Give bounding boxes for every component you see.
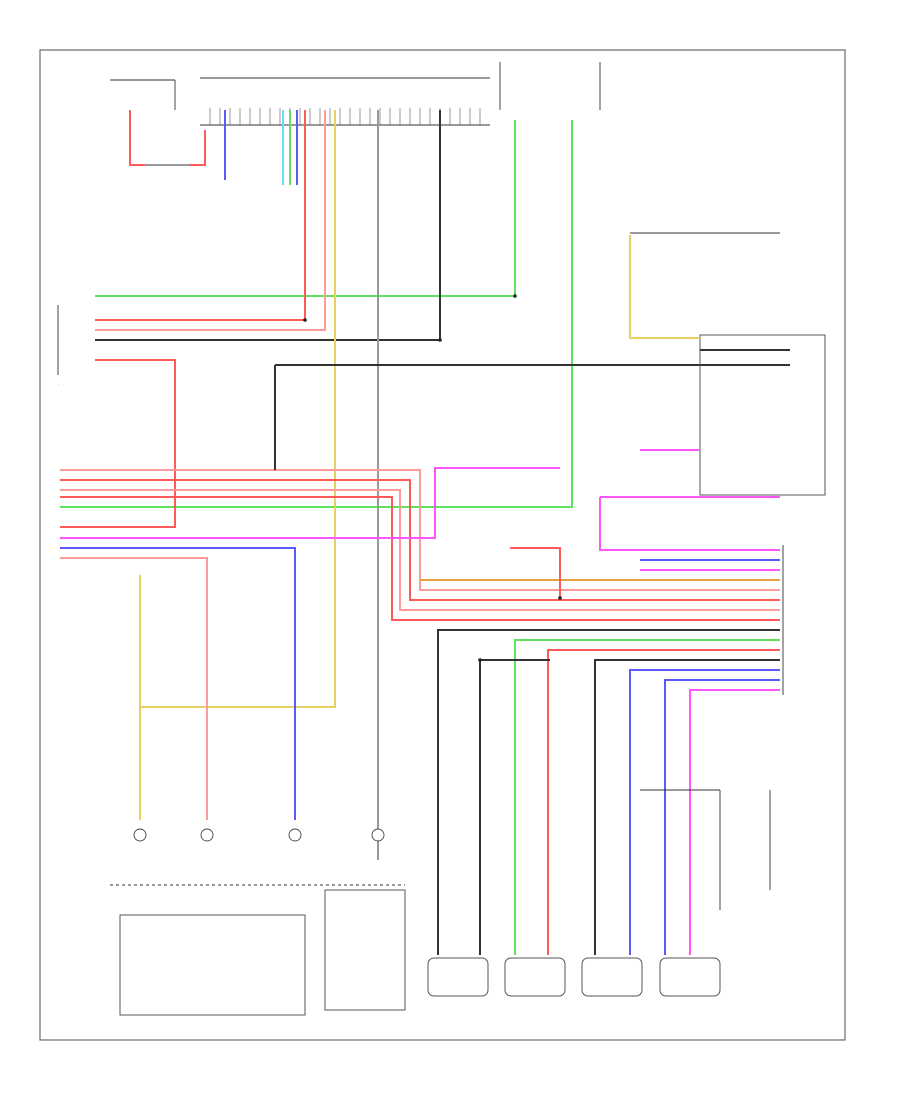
wire-pink-bundle-3: [60, 489, 780, 611]
wire-red-1: [95, 110, 306, 321]
steering-pad-switch: [324, 889, 406, 1011]
cruise-control-switch: [119, 914, 306, 1016]
lower-right-module: [640, 789, 771, 910]
wire-red-sensor: [547, 649, 780, 955]
left-ecu: .: [57, 305, 59, 386]
diagram-frame: [39, 49, 846, 1041]
wire-pink-1: [95, 110, 326, 331]
wire-blue-sensor-2: [664, 679, 780, 955]
top-left-splice: [110, 79, 206, 166]
right-top-ecu: [629, 232, 826, 496]
top-connector: [200, 77, 490, 126]
svg-text:.: .: [58, 381, 59, 386]
wire-blue-bundle: [60, 547, 296, 820]
wire-black-sensor-3: [594, 659, 780, 955]
wire-red-center: [510, 547, 561, 598]
wire-green-sensor: [514, 639, 780, 955]
wire-green-mid: [60, 120, 573, 508]
wire-magenta-bundle: [60, 467, 560, 539]
wire-yellow-top: [140, 110, 336, 708]
wire-magenta-lower: [599, 496, 780, 551]
wire-red-bundle-4: [60, 496, 780, 621]
wire-black-sensor-1: [437, 629, 780, 955]
bottom-left-connectors: [110, 828, 405, 886]
sensor-rl: [581, 957, 643, 997]
wheel-sensors: [427, 957, 721, 997]
wire-blue-sensor: [629, 669, 780, 955]
wire-pink-down: [60, 557, 208, 820]
wire-red-bundle-2: [60, 479, 780, 601]
wire-black-1: [95, 110, 441, 341]
sensor-rr: [659, 957, 721, 997]
wire-magenta-sensor: [689, 689, 780, 955]
wire-red-left: [60, 359, 176, 528]
splice-dots: [303, 294, 562, 662]
sensor-fr: [504, 957, 566, 997]
top-right-connectors: [499, 62, 601, 110]
sensor-fl: [427, 957, 489, 997]
wire-pink-bundle-1: [60, 469, 780, 591]
top-connector-pins: [209, 108, 481, 125]
